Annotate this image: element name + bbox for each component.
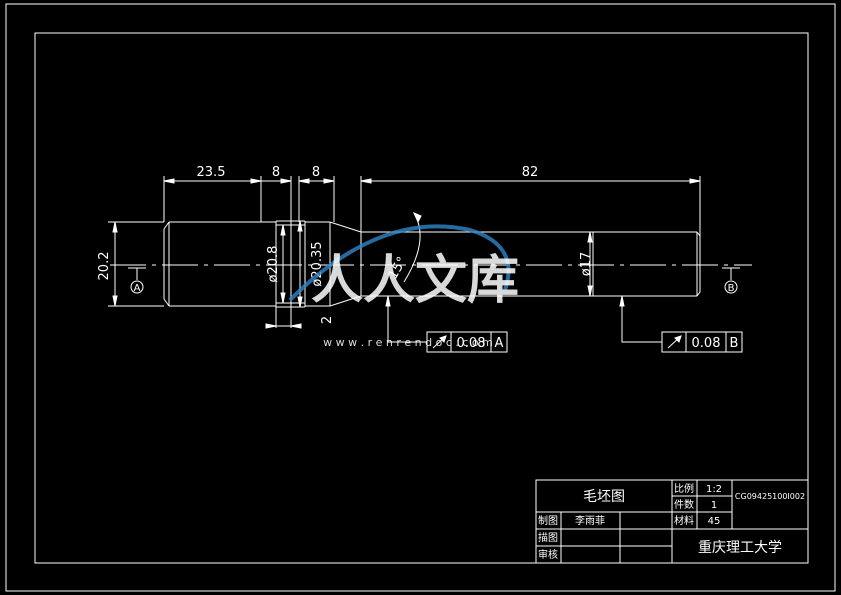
tolerance-b-datum: B — [730, 336, 739, 351]
scale-value: 1:2 — [706, 484, 722, 495]
watermark: 人人文库 w w w . r e n r e n d o c . c o m — [288, 224, 519, 349]
dim-20-2: 20.2 — [97, 252, 112, 281]
inner-border — [34, 32, 809, 564]
watermark-url: w w w . r e n r e n d o c . c o m — [323, 336, 493, 349]
dim-8-a: 8 — [272, 165, 280, 180]
material-value: 45 — [708, 516, 721, 527]
material-label: 材料 — [674, 514, 694, 527]
dim-8-b: 8 — [312, 165, 320, 180]
qty-label: 件数 — [674, 498, 694, 511]
outer-border — [5, 3, 836, 592]
qty-value: 1 — [711, 500, 717, 511]
dim-phi17: ø17 — [579, 252, 594, 277]
dim-82: 82 — [522, 165, 539, 180]
dimension-lines — [112, 178, 701, 329]
drawing-number: CG09425100I002 — [735, 492, 805, 501]
datum-b — [722, 267, 740, 294]
title-block — [535, 479, 809, 564]
datum-a-label: A — [134, 283, 141, 294]
title-block-title: 毛坯图 — [583, 489, 625, 505]
drawn-name: 李雨菲 — [575, 514, 605, 527]
drawn-label: 制图 — [538, 514, 558, 527]
dim-2: 2 — [320, 316, 335, 324]
watermark-logo: 人人文库 — [311, 251, 519, 311]
checked-label: 审核 — [538, 548, 558, 561]
scale-label: 比例 — [674, 482, 694, 495]
traced-label: 描图 — [538, 531, 558, 544]
dim-phi20-35: ø20.35 — [310, 241, 325, 286]
tolerance-frame-a — [385, 295, 508, 353]
dim-23-5: 23.5 — [197, 165, 226, 180]
tolerance-frame-b — [619, 295, 743, 353]
datum-b-label: B — [728, 283, 735, 294]
dim-phi20-8: ø20.8 — [266, 246, 281, 283]
extension-lines — [108, 176, 701, 328]
watermark-swoosh — [288, 224, 511, 302]
school-name: 重庆理工大学 — [698, 540, 782, 556]
tolerance-a-datum: A — [495, 336, 504, 351]
tolerance-b-value: 0.08 — [692, 336, 721, 351]
datum-a — [128, 267, 146, 294]
tolerance-a-value: 0.08 — [457, 336, 486, 351]
